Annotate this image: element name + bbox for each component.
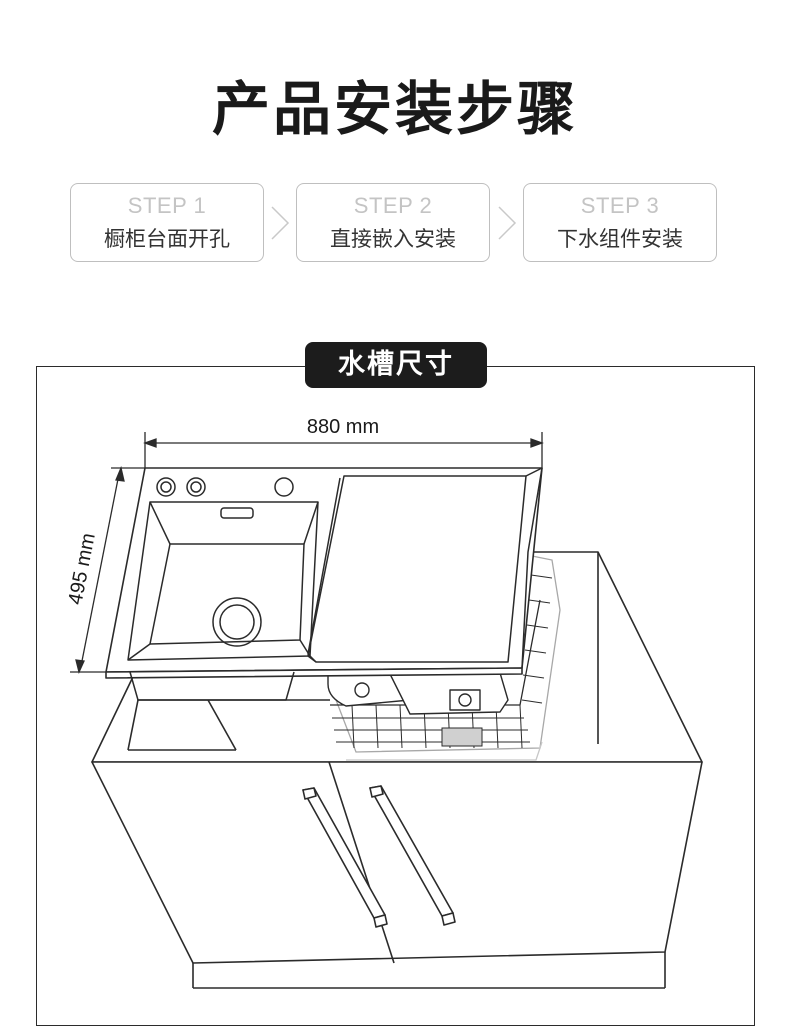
step-3-card: STEP 3 下水组件安装	[523, 183, 717, 262]
sink-dimension-illustration: 880 mm 495 mm	[64, 416, 703, 989]
step-2-card: STEP 2 直接嵌入安装	[296, 183, 490, 262]
step-2-description: 直接嵌入安装	[330, 227, 456, 251]
step-1-description: 橱柜台面开孔	[104, 227, 230, 251]
door-handles	[302, 785, 456, 928]
step-1-label: STEP 1	[127, 193, 207, 218]
section-label: 水槽尺寸	[305, 342, 487, 388]
step-2-label: STEP 2	[353, 193, 433, 218]
page-title: 产品安装步骤	[211, 75, 578, 143]
sink-basin-drawing	[127, 467, 543, 701]
step-1-card: STEP 1 橱柜台面开孔	[70, 183, 264, 262]
step-3-label: STEP 3	[580, 193, 660, 218]
chevron-right-icon	[498, 206, 517, 240]
width-dimension-line	[143, 432, 544, 468]
chevron-right-icon	[271, 206, 290, 240]
depth-dimension-line	[70, 465, 145, 674]
width-dimension-label: 880 mm	[307, 416, 379, 438]
drain-assembly-drawing	[327, 665, 509, 715]
step-3-description: 下水组件安装	[557, 227, 683, 251]
